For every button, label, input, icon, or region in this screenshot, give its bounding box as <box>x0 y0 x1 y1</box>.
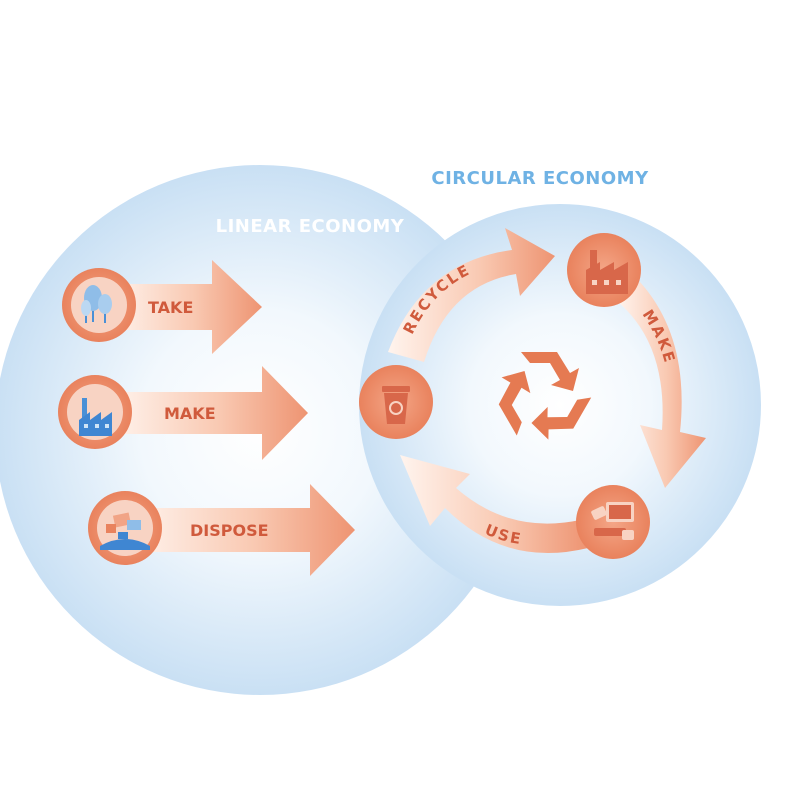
electronics-icon <box>576 485 650 559</box>
factory-icon <box>58 375 132 449</box>
dispose-arrow <box>130 484 355 576</box>
linear-economy-title: LINEAR ECONOMY <box>216 216 405 237</box>
use-arc-arrow <box>400 455 588 553</box>
recycle-symbol-icon <box>487 352 592 448</box>
linear-step-take: TAKE <box>62 260 262 354</box>
take-arrow <box>110 260 262 354</box>
make-arrow-linear <box>110 366 308 460</box>
dispose-label: DISPOSE <box>190 521 269 540</box>
trees-icon <box>62 268 136 342</box>
take-label: TAKE <box>148 298 193 317</box>
recycling-bin-icon <box>359 365 433 439</box>
make-arc-arrow <box>618 282 706 488</box>
recycle-arc-arrow <box>388 228 555 362</box>
linear-step-make: MAKE <box>58 366 308 460</box>
landfill-icon <box>88 491 162 565</box>
circular-economy-title: CIRCULAR ECONOMY <box>431 168 649 189</box>
make-label-linear: MAKE <box>164 404 216 423</box>
linear-step-dispose: DISPOSE <box>88 484 355 576</box>
factory-icon <box>567 233 641 307</box>
